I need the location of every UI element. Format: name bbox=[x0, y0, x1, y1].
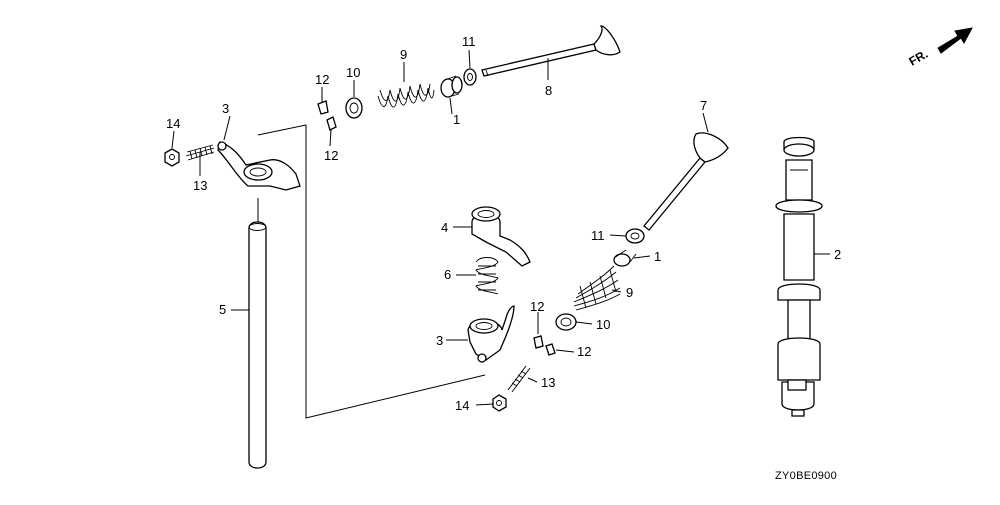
part-14-nut-lower bbox=[492, 394, 507, 412]
callout-12-lower-a: 12 bbox=[530, 299, 544, 314]
front-label: FR. bbox=[907, 47, 931, 69]
leader-lines bbox=[171, 49, 830, 406]
part-13-screw-lower bbox=[507, 365, 531, 393]
part-5-pushrod bbox=[248, 221, 267, 469]
part-12-cotter-upper-b bbox=[326, 116, 337, 131]
part-2-camshaft bbox=[775, 136, 823, 417]
part-4-rocker-arm bbox=[471, 206, 531, 267]
front-direction-indicator: FR. bbox=[907, 27, 973, 69]
part-8-valve-upper bbox=[481, 25, 621, 77]
callout-3-upper: 3 bbox=[222, 101, 229, 116]
callout-13-upper: 13 bbox=[193, 178, 207, 193]
callout-2: 2 bbox=[834, 247, 841, 262]
callout-14-upper: 14 bbox=[166, 116, 180, 131]
part-14-nut-upper bbox=[164, 148, 180, 167]
callout-12-lower-b: 12 bbox=[577, 344, 591, 359]
diagram-code: ZY0BE0900 bbox=[775, 470, 837, 482]
part-6-spring bbox=[475, 257, 499, 295]
callout-3-lower: 3 bbox=[436, 333, 443, 348]
callout-6: 6 bbox=[444, 267, 451, 282]
connector-bracket-line bbox=[257, 124, 486, 419]
part-9-spring-upper bbox=[377, 83, 435, 108]
callout-1-upper: 1 bbox=[453, 112, 460, 127]
callout-11-lower: 11 bbox=[591, 228, 605, 243]
part-9-spring-lower bbox=[573, 265, 621, 311]
part-12-cotter-lower-b bbox=[545, 343, 556, 356]
callout-11-upper: 11 bbox=[462, 34, 476, 49]
part-11-seal-upper bbox=[463, 68, 477, 86]
callout-10-lower: 10 bbox=[596, 317, 610, 332]
part-3-rocker-arm-lower bbox=[467, 305, 515, 363]
callout-12-upper-a: 12 bbox=[315, 72, 329, 87]
part-12-cotter-lower-a bbox=[533, 335, 544, 349]
callout-5: 5 bbox=[219, 302, 226, 317]
part-7-valve-lower bbox=[643, 132, 729, 231]
part-1-guide-lower bbox=[613, 249, 637, 267]
callout-1-lower: 1 bbox=[654, 249, 661, 264]
callout-9-lower: 9 bbox=[626, 285, 633, 300]
part-10-retainer-upper bbox=[345, 97, 363, 119]
part-13-screw-upper bbox=[185, 144, 215, 161]
part-1-guide-upper bbox=[440, 75, 463, 98]
callout-9-upper: 9 bbox=[400, 47, 407, 62]
part-10-retainer-lower bbox=[555, 313, 577, 331]
callout-7: 7 bbox=[700, 98, 707, 113]
callout-4: 4 bbox=[441, 220, 448, 235]
front-arrow-icon bbox=[937, 27, 973, 54]
part-3-rocker-arm-upper bbox=[217, 141, 301, 191]
callout-14-lower: 14 bbox=[455, 398, 469, 413]
callout-10-upper: 10 bbox=[346, 65, 360, 80]
callout-13-lower: 13 bbox=[541, 375, 555, 390]
part-11-seal-lower bbox=[625, 228, 645, 244]
callout-8: 8 bbox=[545, 83, 552, 98]
part-12-cotter-upper-a bbox=[317, 100, 329, 115]
callout-12-upper-b: 12 bbox=[324, 148, 338, 163]
